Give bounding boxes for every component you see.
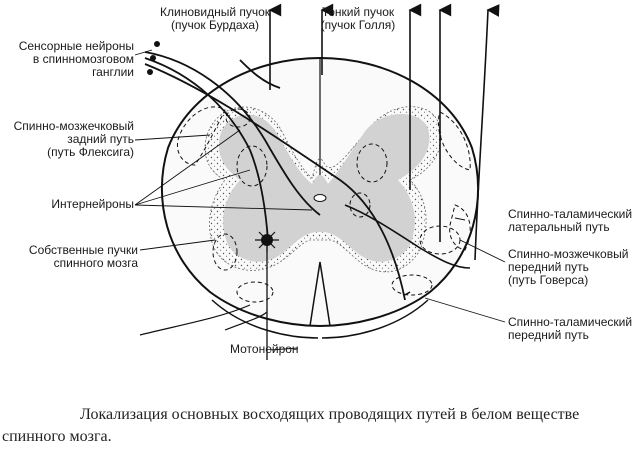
label-anterior-st-2: передний путь <box>508 328 589 342</box>
caption-line-2: спинного мозга. <box>2 428 112 445</box>
label-propriospinal: Собственные пучки спинного мозга <box>4 244 138 270</box>
label-anterior-st-1: Спинно-таламический <box>508 315 633 329</box>
label-sensory: Сенсорные нейроны в спинномозговом гангл… <box>4 40 134 79</box>
label-sensory-1: Сенсорные нейроны <box>18 39 134 53</box>
label-lateral-st: Спинно-таламический латеральный путь <box>508 208 638 234</box>
label-interneurons: Интернейроны <box>4 198 134 211</box>
label-dorsal-scb-2: задний путь <box>67 132 134 146</box>
spinal-cord-diagram <box>134 3 506 360</box>
label-cuneate: Клиновидный пучок (пучок Бурдаха) <box>160 6 270 32</box>
leader-lines <box>134 49 506 351</box>
label-motoneuron-1: Мотонейрон <box>230 342 299 356</box>
motoneuron-cell <box>139 228 279 360</box>
label-ventral-scb-3: (путь Говерса) <box>508 273 589 287</box>
afferent-fibers <box>144 51 406 301</box>
label-motoneuron: Мотонейрон <box>230 343 330 356</box>
label-cuneate-1: Клиновидный пучок <box>160 5 271 19</box>
caption-line-1: Локализация основных восходящих проводящ… <box>80 406 580 423</box>
label-propriospinal-2: спинного мозга <box>53 256 138 270</box>
label-ventral-scb: Спинно-мозжечковый передний путь (путь Г… <box>508 248 638 287</box>
label-propriospinal-1: Собственные пучки <box>28 243 138 257</box>
label-gracile-1: Тонкий пучок <box>321 5 395 19</box>
label-sensory-3: ганглии <box>92 65 134 79</box>
label-dorsal-scb-1: Спинно-мозжечковый <box>13 119 134 133</box>
label-cuneate-2: (пучок Бурдаха) <box>170 18 260 32</box>
label-gracile-2: (пучок Голля) <box>320 18 396 32</box>
label-ventral-scb-2: передний путь <box>508 260 589 274</box>
label-dorsal-scb-3: (путь Флексига) <box>47 145 134 159</box>
label-lateral-st-2: латеральный путь <box>508 220 610 234</box>
label-interneurons-1: Интернейроны <box>51 197 134 211</box>
label-anterior-st: Спинно-таламический передний путь <box>508 316 638 342</box>
label-ventral-scb-1: Спинно-мозжечковый <box>508 247 629 261</box>
figure-caption: Локализация основных восходящих проводящ… <box>0 404 640 460</box>
ganglion-cells <box>147 41 160 75</box>
label-lateral-st-1: Спинно-таламический <box>508 207 633 221</box>
label-sensory-2: в спинномозговом <box>32 52 134 66</box>
ascending-tracts <box>268 3 500 296</box>
label-gracile: Тонкий пучок (пучок Голля) <box>318 6 398 32</box>
label-dorsal-scb: Спинно-мозжечковый задний путь (путь Фле… <box>4 120 134 159</box>
